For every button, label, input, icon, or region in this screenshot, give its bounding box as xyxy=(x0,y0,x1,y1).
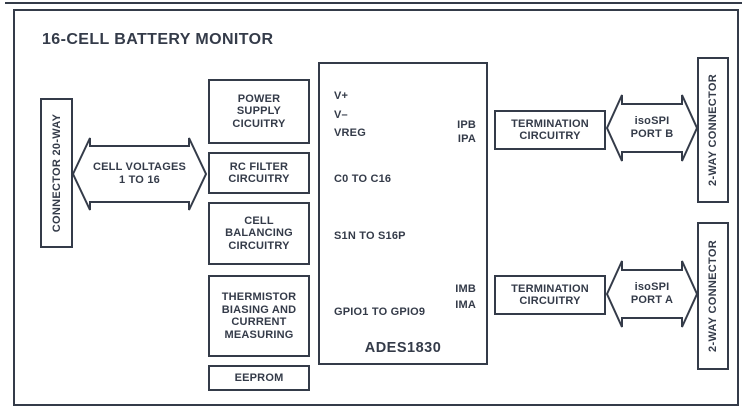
block-power-supply-label: POWER SUPPLY CICUITRY xyxy=(232,92,286,130)
pin-v-plus: V+ xyxy=(334,90,349,102)
block-power-supply: POWER SUPPLY CICUITRY xyxy=(208,79,310,144)
block-termination-top: TERMINATION CIRCUITRY xyxy=(494,110,606,150)
connector-20way-box: CONNECTOR 20-WAY xyxy=(40,98,73,248)
block-cell-balancing-label: CELL BALANCING CIRCUITRY xyxy=(225,214,293,252)
page-title: 16-CELL BATTERY MONITOR xyxy=(42,31,274,48)
isospi-port-a-label: isoSPI PORT A xyxy=(630,281,674,306)
block-eeprom: EEPROM xyxy=(208,365,310,391)
connector-2way-bottom-box: 2-WAY CONNECTOR xyxy=(697,222,729,370)
connector-20way-label: CONNECTOR 20-WAY xyxy=(50,113,63,233)
pin-ipb: IPB xyxy=(457,119,476,131)
pin-ima: IMA xyxy=(455,299,476,311)
block-cell-balancing: CELL BALANCING CIRCUITRY xyxy=(208,202,310,265)
block-termination-top-label: TERMINATION CIRCUITRY xyxy=(511,117,589,143)
block-thermistor: THERMISTOR BIASING AND CURRENT MEASURING xyxy=(208,275,310,357)
block-termination-bottom: TERMINATION CIRCUITRY xyxy=(494,275,606,315)
pin-gpio1-to-gpio9: GPIO1 TO GPIO9 xyxy=(334,306,426,318)
isospi-port-b-arrow: isoSPI PORT B xyxy=(606,94,698,162)
cell-voltages-arrow: CELL VOLTAGES 1 TO 16 xyxy=(72,136,207,212)
connector-2way-top-box: 2-WAY CONNECTOR xyxy=(697,57,729,203)
connector-2way-top-label: 2-WAY CONNECTOR xyxy=(707,74,719,186)
block-termination-bottom-label: TERMINATION CIRCUITRY xyxy=(511,282,589,308)
chip-name: ADES1830 xyxy=(364,340,442,356)
pin-v-minus: V– xyxy=(334,109,348,121)
block-rc-filter: RC FILTER CIRCUITRY xyxy=(208,152,310,194)
pin-vreg: VREG xyxy=(334,127,366,139)
top-divider-rule xyxy=(5,2,742,4)
chip-ades1830: V+ V– VREG C0 TO C16 S1N TO S16P GPIO1 T… xyxy=(318,62,488,365)
isospi-port-a-arrow: isoSPI PORT A xyxy=(606,260,698,328)
double-arrow-icon xyxy=(72,137,207,211)
pin-c0-to-c16: C0 TO C16 xyxy=(334,173,392,185)
pin-ipa: IPA xyxy=(457,133,476,145)
block-thermistor-label: THERMISTOR BIASING AND CURRENT MEASURING xyxy=(221,291,297,341)
connector-2way-bottom-label: 2-WAY CONNECTOR xyxy=(707,240,719,352)
isospi-port-b-label: isoSPI PORT B xyxy=(630,115,674,140)
block-rc-filter-label: RC FILTER CIRCUITRY xyxy=(228,160,290,186)
cell-voltages-label: CELL VOLTAGES 1 TO 16 xyxy=(92,161,187,186)
pin-imb: IMB xyxy=(455,283,476,295)
pin-s1n-to-s16p: S1N TO S16P xyxy=(334,230,406,242)
block-eeprom-label: EEPROM xyxy=(234,371,284,384)
